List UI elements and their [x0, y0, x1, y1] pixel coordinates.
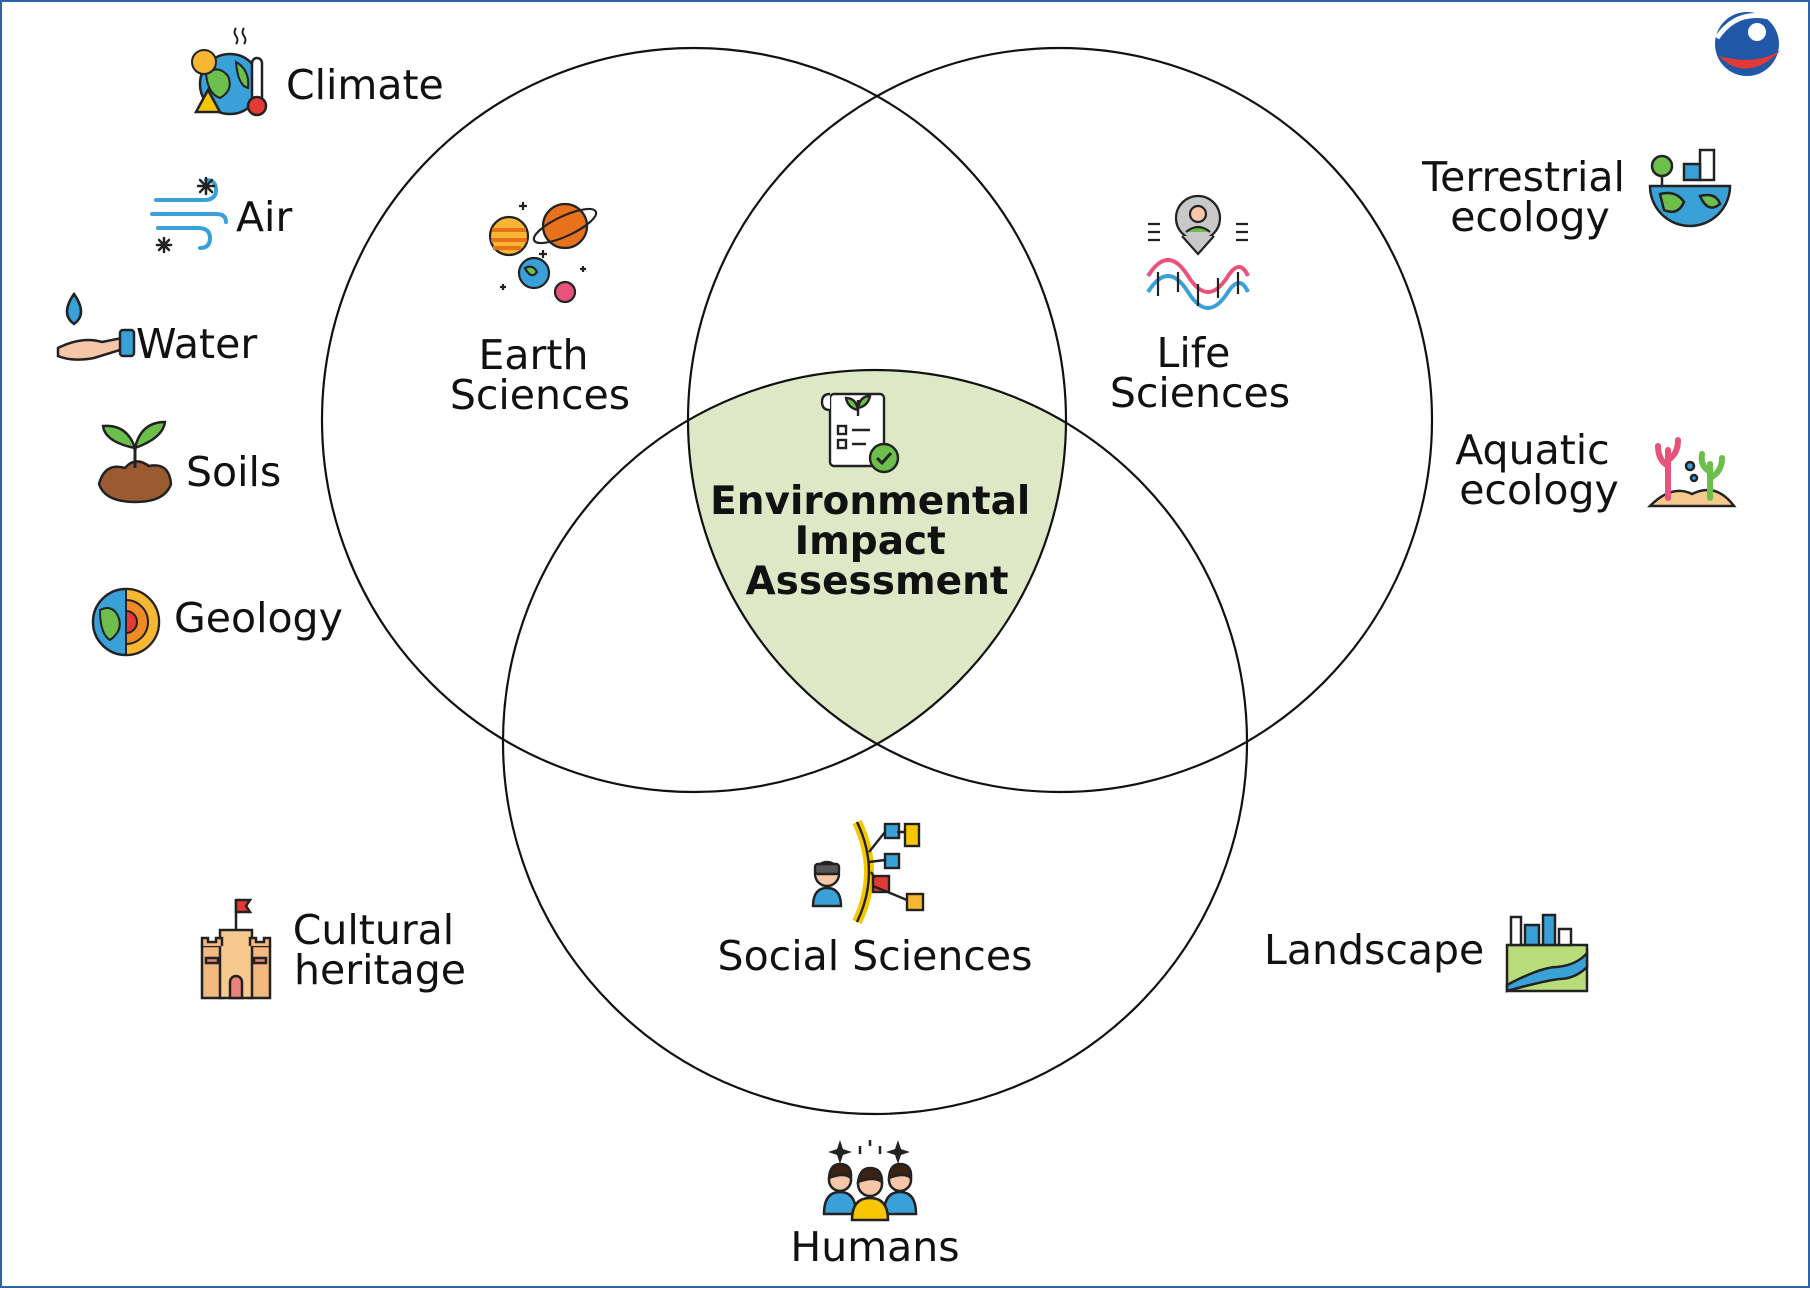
- dna-icon: [1146, 194, 1250, 310]
- center-title-line1: Environmental: [710, 479, 1030, 524]
- cultural-heritage-line1: Cultural: [293, 906, 454, 954]
- checklist-icon: [820, 392, 900, 474]
- center-title-line3: Assessment: [746, 559, 1009, 604]
- air-label: Air: [236, 193, 292, 241]
- water-icon: [56, 291, 136, 361]
- earth-sciences-line1: Earth: [479, 331, 589, 379]
- water-label: Water: [136, 320, 257, 368]
- network-icon: [811, 819, 925, 925]
- cultural-heritage-label: Cultural heritage: [293, 906, 467, 994]
- climate-label: Climate: [286, 61, 444, 109]
- humans-label: Humans: [790, 1223, 959, 1271]
- geology-icon: [91, 587, 161, 657]
- center-title: Environmental Impact Assessment: [710, 479, 1044, 604]
- geology-label: Geology: [174, 594, 343, 642]
- brand-logo-icon: [1714, 12, 1781, 76]
- planets-icon: [488, 202, 598, 304]
- earth-sciences-label: Earth Sciences: [450, 331, 630, 419]
- soils-icon: [97, 420, 173, 504]
- aquatic-ecology-label: Aquatic ecology: [1455, 426, 1623, 514]
- soils-label: Soils: [186, 448, 281, 496]
- earth-sciences-circle: [320, 46, 1068, 794]
- life-sciences-line1: Life: [1157, 329, 1231, 377]
- landscape-icon: [1505, 913, 1589, 993]
- humans-icon: [822, 1140, 918, 1222]
- life-sciences-line2: Sciences: [1110, 369, 1290, 417]
- social-sciences-label: Social Sciences: [718, 932, 1033, 980]
- aquatic-ecology-line2: ecology: [1459, 466, 1619, 514]
- center-title-line2: Impact: [795, 519, 946, 564]
- landscape-label: Landscape: [1264, 926, 1484, 974]
- terrestrial-ecology-line2: ecology: [1450, 193, 1610, 241]
- earth-sciences-line2: Sciences: [450, 371, 630, 419]
- aquatic-ecology-icon: [1646, 437, 1737, 508]
- social-sciences-circle: [501, 368, 1249, 1116]
- aquatic-ecology-line1: Aquatic: [1455, 426, 1609, 474]
- air-icon: [150, 176, 228, 254]
- castle-icon: [200, 898, 272, 1000]
- life-sciences-label: Life Sciences: [1110, 329, 1290, 417]
- climate-icon: [191, 27, 268, 117]
- cultural-heritage-line2: heritage: [294, 946, 466, 994]
- terrestrial-ecology-icon: [1648, 148, 1732, 228]
- terrestrial-ecology-label: Terrestrial ecology: [1421, 153, 1638, 241]
- terrestrial-ecology-line1: Terrestrial: [1421, 153, 1625, 201]
